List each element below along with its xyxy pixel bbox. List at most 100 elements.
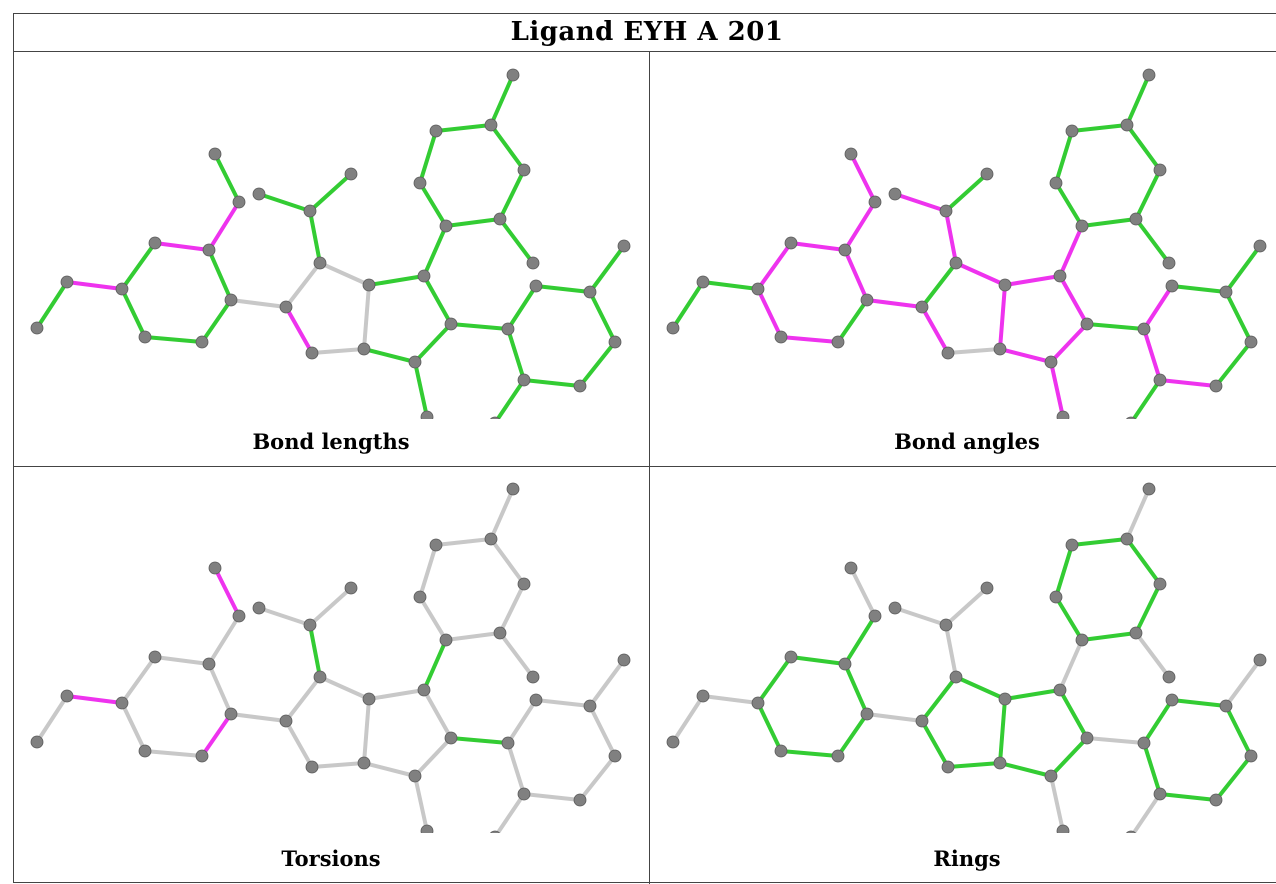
bond-24 [413,360,429,419]
atom-a32 [529,279,543,293]
atom-a15 [252,187,266,201]
bond-18 [362,283,371,351]
atom-a26 [484,532,498,546]
bond-37 [588,244,626,294]
atom-a32 [1165,693,1179,707]
bond-8 [836,298,869,344]
atom-a9 [195,749,209,763]
atom-a33 [583,285,597,299]
bond-16 [944,586,989,627]
atom-a25 [429,538,443,552]
bond-18 [998,283,1007,351]
bond-5 [207,200,241,252]
atom-a35 [608,749,622,763]
atom-a15 [888,187,902,201]
bond-33 [498,631,535,679]
bond-3 [756,655,793,705]
bond-35 [1142,698,1174,745]
bond-35 [1142,284,1174,331]
atom-a4 [784,236,798,250]
bond-6 [849,566,877,618]
atom-a7 [844,147,858,161]
atom-a18 [998,692,1012,706]
atom-a37 [1153,787,1167,801]
atom-a1 [30,735,44,749]
bond-21 [1058,274,1089,326]
atom-a29 [506,68,520,82]
bond-31 [444,217,502,228]
bond-41 [1142,327,1162,382]
atom-a13 [949,670,963,684]
bond-32 [489,73,515,127]
bond-24 [413,774,429,833]
atom-a1 [666,735,680,749]
atom-a18 [362,692,376,706]
bond-23 [362,347,417,364]
atom-a31 [1137,322,1151,336]
atom-a1 [666,321,680,335]
bond-17 [310,761,366,769]
atom-a5 [838,657,852,671]
bond-40 [522,792,582,802]
bond-2 [701,280,760,291]
atom-a13 [313,670,327,684]
bond-24 [1049,360,1065,419]
atom-a22 [1056,824,1070,833]
atom-a6 [868,195,882,209]
bond-5 [843,200,877,252]
bond-8 [200,298,233,344]
atom-a3 [751,282,765,296]
atom-a2 [696,275,710,289]
bond-19 [954,261,1007,287]
atom-a4 [784,650,798,664]
bond-37 [588,658,626,708]
atom-a19 [1053,269,1067,283]
atom-a34 [1253,653,1267,667]
atom-a36 [1209,379,1223,393]
atom-a24 [413,590,427,604]
bond-18 [998,697,1007,765]
bond-22 [1049,736,1089,778]
divider-horizontal [14,466,1276,467]
bond-5 [843,614,877,666]
atom-a5 [838,243,852,257]
bond-28 [1070,537,1129,547]
bond-26 [1054,181,1084,228]
atom-a19 [417,683,431,697]
atom-a38 [490,830,500,833]
atom-a23 [1075,219,1089,233]
atom-a8 [860,293,874,307]
bond-14 [944,623,958,679]
atom-a21 [1044,355,1058,369]
caption-torsions: Torsions [281,846,381,871]
atom-a7 [208,147,222,161]
atom-a5 [202,657,216,671]
bond-19 [318,675,371,701]
bond-42 [1131,378,1162,419]
atom-a17 [357,756,371,770]
bond-22 [1049,322,1089,364]
atom-a17 [993,342,1007,356]
bond-10 [120,287,147,339]
atom-a38 [1126,830,1136,833]
bond-15 [257,192,312,213]
atom-a7 [844,561,858,575]
atom-a9 [831,335,845,349]
bond-11 [229,298,288,309]
atom-a14 [303,618,317,632]
atom-a27 [1153,163,1167,177]
bond-20 [1003,688,1062,701]
bond-13 [920,261,958,309]
atom-a3 [115,282,129,296]
atom-a34 [1253,239,1267,253]
bond-6 [213,566,241,618]
bond-18 [362,697,371,765]
bond-21 [422,688,453,740]
atom-a10 [774,330,788,344]
atom-a2 [60,275,74,289]
molecule-rings [666,482,1267,833]
bond-25 [1058,638,1084,692]
bond-37 [1224,244,1262,294]
caption-rings: Rings [933,846,1001,871]
atom-a2 [696,689,710,703]
